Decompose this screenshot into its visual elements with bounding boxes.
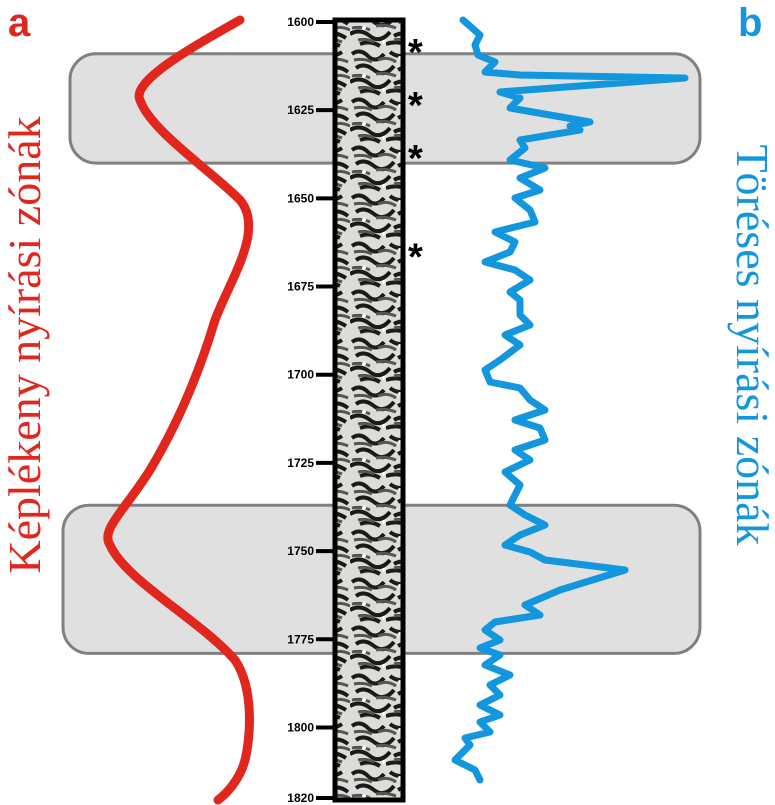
ductile-shear-curve: [103, 15, 254, 805]
depth-tick-label: 1700: [287, 368, 314, 382]
rock-column: [332, 17, 406, 803]
depth-tick-label: 1800: [287, 720, 314, 734]
marker-asterisk: *: [408, 85, 423, 127]
depth-tick-label: 1775: [287, 632, 314, 646]
brittle-zones-title: Töréses nyírási zónák: [727, 144, 775, 545]
depth-tick-label: 1675: [287, 280, 314, 294]
depth-tick-label: 1820: [287, 791, 314, 805]
depth-tick-label: 1600: [287, 15, 314, 29]
brittle-shear-curve: [451, 16, 689, 784]
depth-tick-label: 1725: [287, 456, 314, 470]
panel-letter-a: a: [8, 1, 31, 45]
marker-asterisk: *: [408, 237, 423, 279]
marker-asterisk: *: [408, 138, 423, 180]
depth-tick-label: 1750: [287, 544, 314, 558]
marker-asterisk: *: [408, 32, 423, 74]
depth-tick-label: 1650: [287, 191, 314, 205]
depth-axis: 1600 1625 1650 1675 1700 1725 1750 1775 1800 1820: [287, 15, 336, 805]
panel-letter-b: b: [738, 1, 762, 45]
depth-tick-label: 1625: [287, 103, 314, 117]
ductile-zones-title: Képlékeny nyírási zónák: [0, 116, 50, 573]
